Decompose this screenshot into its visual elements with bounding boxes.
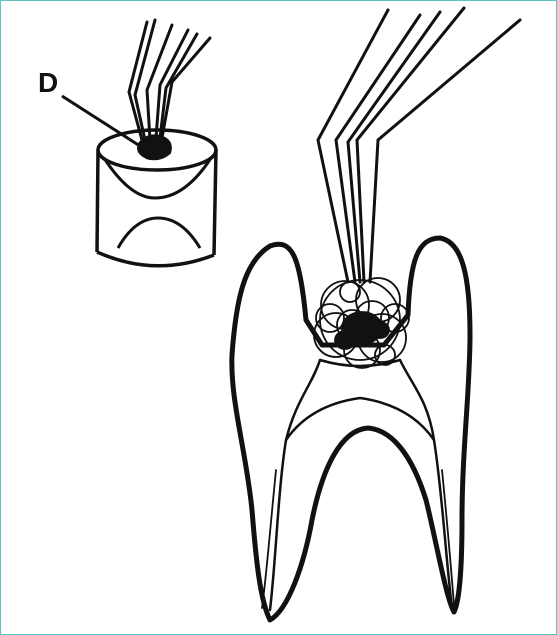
large-tweezers [318,8,520,282]
large-cotton-ball [314,278,409,368]
tooth [232,238,470,620]
small-tweezers [129,20,210,140]
label-d: D [38,67,58,98]
label-d-leader-line [62,96,140,146]
